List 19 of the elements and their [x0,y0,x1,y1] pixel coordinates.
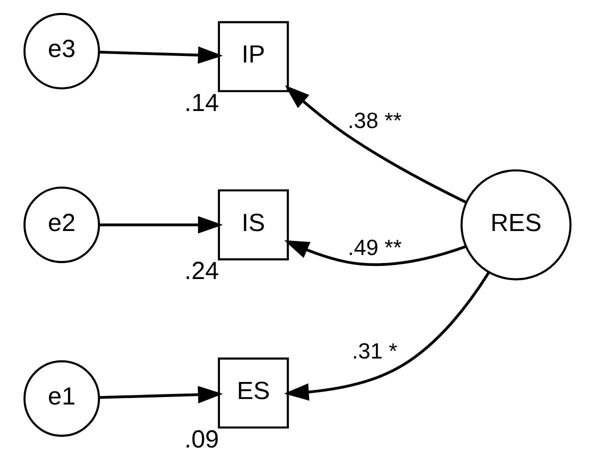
edge-label: .49 ** [348,234,402,260]
node-label: .14 [184,90,219,117]
node-label: .24 [184,258,219,286]
arrow [284,272,490,401]
arrow [99,216,223,234]
node-circle: e2 [23,186,100,264]
arrow [284,85,467,204]
node-circle: e3 [23,12,100,90]
node-circle: e1 [23,360,100,437]
edge-label: .31 * [352,338,398,364]
arrow [284,240,466,266]
node-label: .09 [184,426,219,454]
node-circle: RES [460,169,572,280]
arrow [99,46,223,64]
arrow [99,386,223,404]
node-box: IP [218,21,289,92]
edge-label: .38 ** [348,108,402,134]
node-box: ES [218,358,289,429]
node-box: IS [218,189,289,260]
